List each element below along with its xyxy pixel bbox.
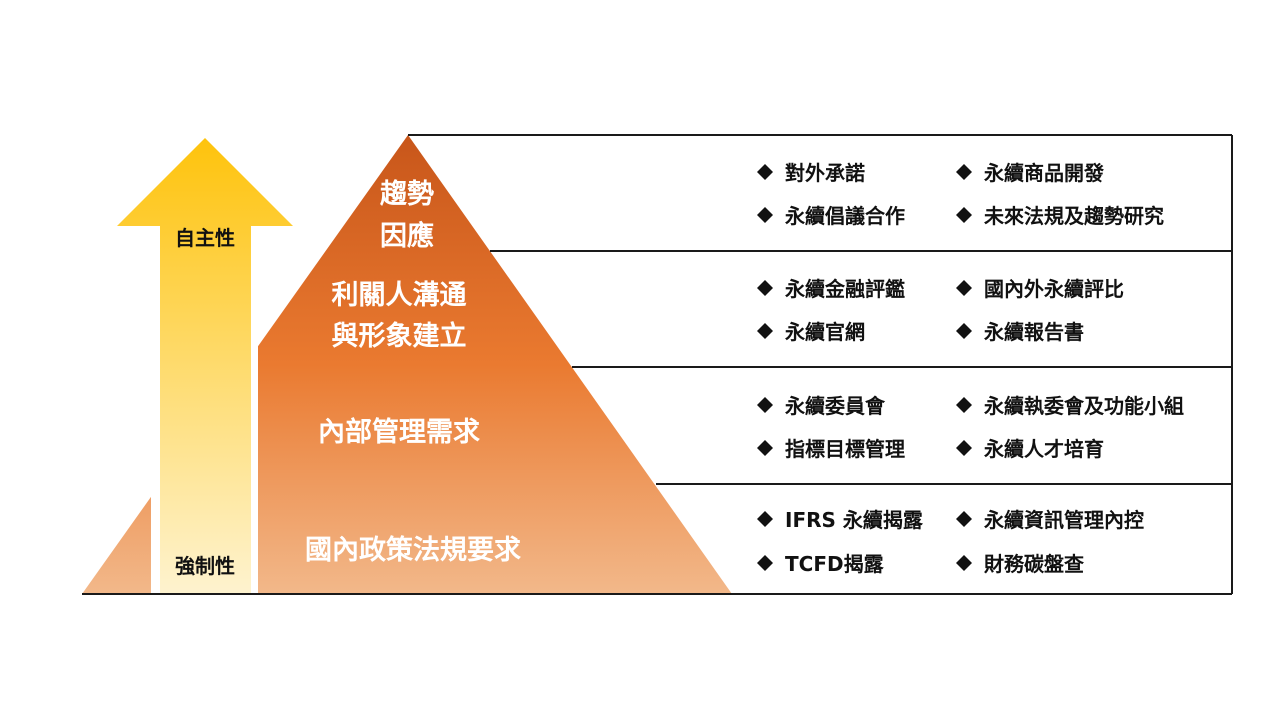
tier-label-trend-line-2: 因應 [380, 220, 434, 252]
tier-label-internal: 內部管理需求 [318, 416, 480, 448]
diamond-bullet-icon [757, 397, 773, 413]
up-arrow [117, 138, 293, 594]
tier-table [82, 134, 1233, 595]
diamond-bullet-icon [757, 555, 773, 571]
diamond-bullet-icon [956, 397, 972, 413]
tier-label-stakeholder-line-1: 利關人溝通 [332, 280, 467, 311]
diamond-bullet-icon [757, 164, 773, 180]
diamond-bullet-icon [757, 207, 773, 223]
list-item: 永續商品開發 [983, 161, 1104, 185]
diamond-bullet-icon [757, 440, 773, 456]
diamond-bullet-icon [956, 323, 972, 339]
diamond-bullet-icon [956, 164, 972, 180]
autonomy-label: 自主性 [175, 226, 235, 250]
list-item: 永續人才培育 [983, 437, 1104, 461]
list-item: IFRS 永續揭露 [785, 508, 924, 532]
list-item: TCFD揭露 [785, 552, 885, 576]
list-item: 永續金融評鑑 [784, 277, 905, 301]
list-item: 永續報告書 [983, 320, 1084, 344]
tier-label-regulation: 國內政策法規要求 [305, 534, 521, 566]
diamond-bullet-icon [956, 440, 972, 456]
list-item: 永續執委會及功能小組 [983, 394, 1184, 418]
list-item: 永續委員會 [784, 394, 886, 418]
diamond-bullet-icon [757, 280, 773, 296]
tier-items: 對外承諾 永續商品開發 永續倡議合作 未來法規及趨勢研究 永續金融評鑑 國內外永… [757, 161, 1184, 576]
tier-label-stakeholder-line-2: 與形象建立 [332, 320, 467, 352]
diamond-bullet-icon [956, 207, 972, 223]
list-item: 指標目標管理 [785, 437, 905, 461]
list-item: 永續資訊管理內控 [983, 508, 1144, 532]
list-item: 永續倡議合作 [784, 204, 905, 228]
list-item: 未來法規及趨勢研究 [984, 204, 1164, 228]
list-item: 對外承諾 [785, 161, 865, 185]
list-item: 財務碳盤查 [984, 552, 1084, 576]
diamond-bullet-icon [956, 511, 972, 527]
tier-label-trend-line-1: 趨勢 [380, 178, 434, 210]
diamond-bullet-icon [956, 555, 972, 571]
tier-labels: 趨勢 因應 利關人溝通 與形象建立 內部管理需求 國內政策法規要求 [305, 178, 521, 566]
diamond-bullet-icon [757, 323, 773, 339]
diamond-bullet-icon [956, 280, 972, 296]
list-item: 國內外永續評比 [984, 277, 1124, 301]
mandatory-label: 強制性 [175, 554, 235, 578]
diamond-bullet-icon [757, 511, 773, 527]
list-item: 永續官網 [784, 320, 865, 344]
